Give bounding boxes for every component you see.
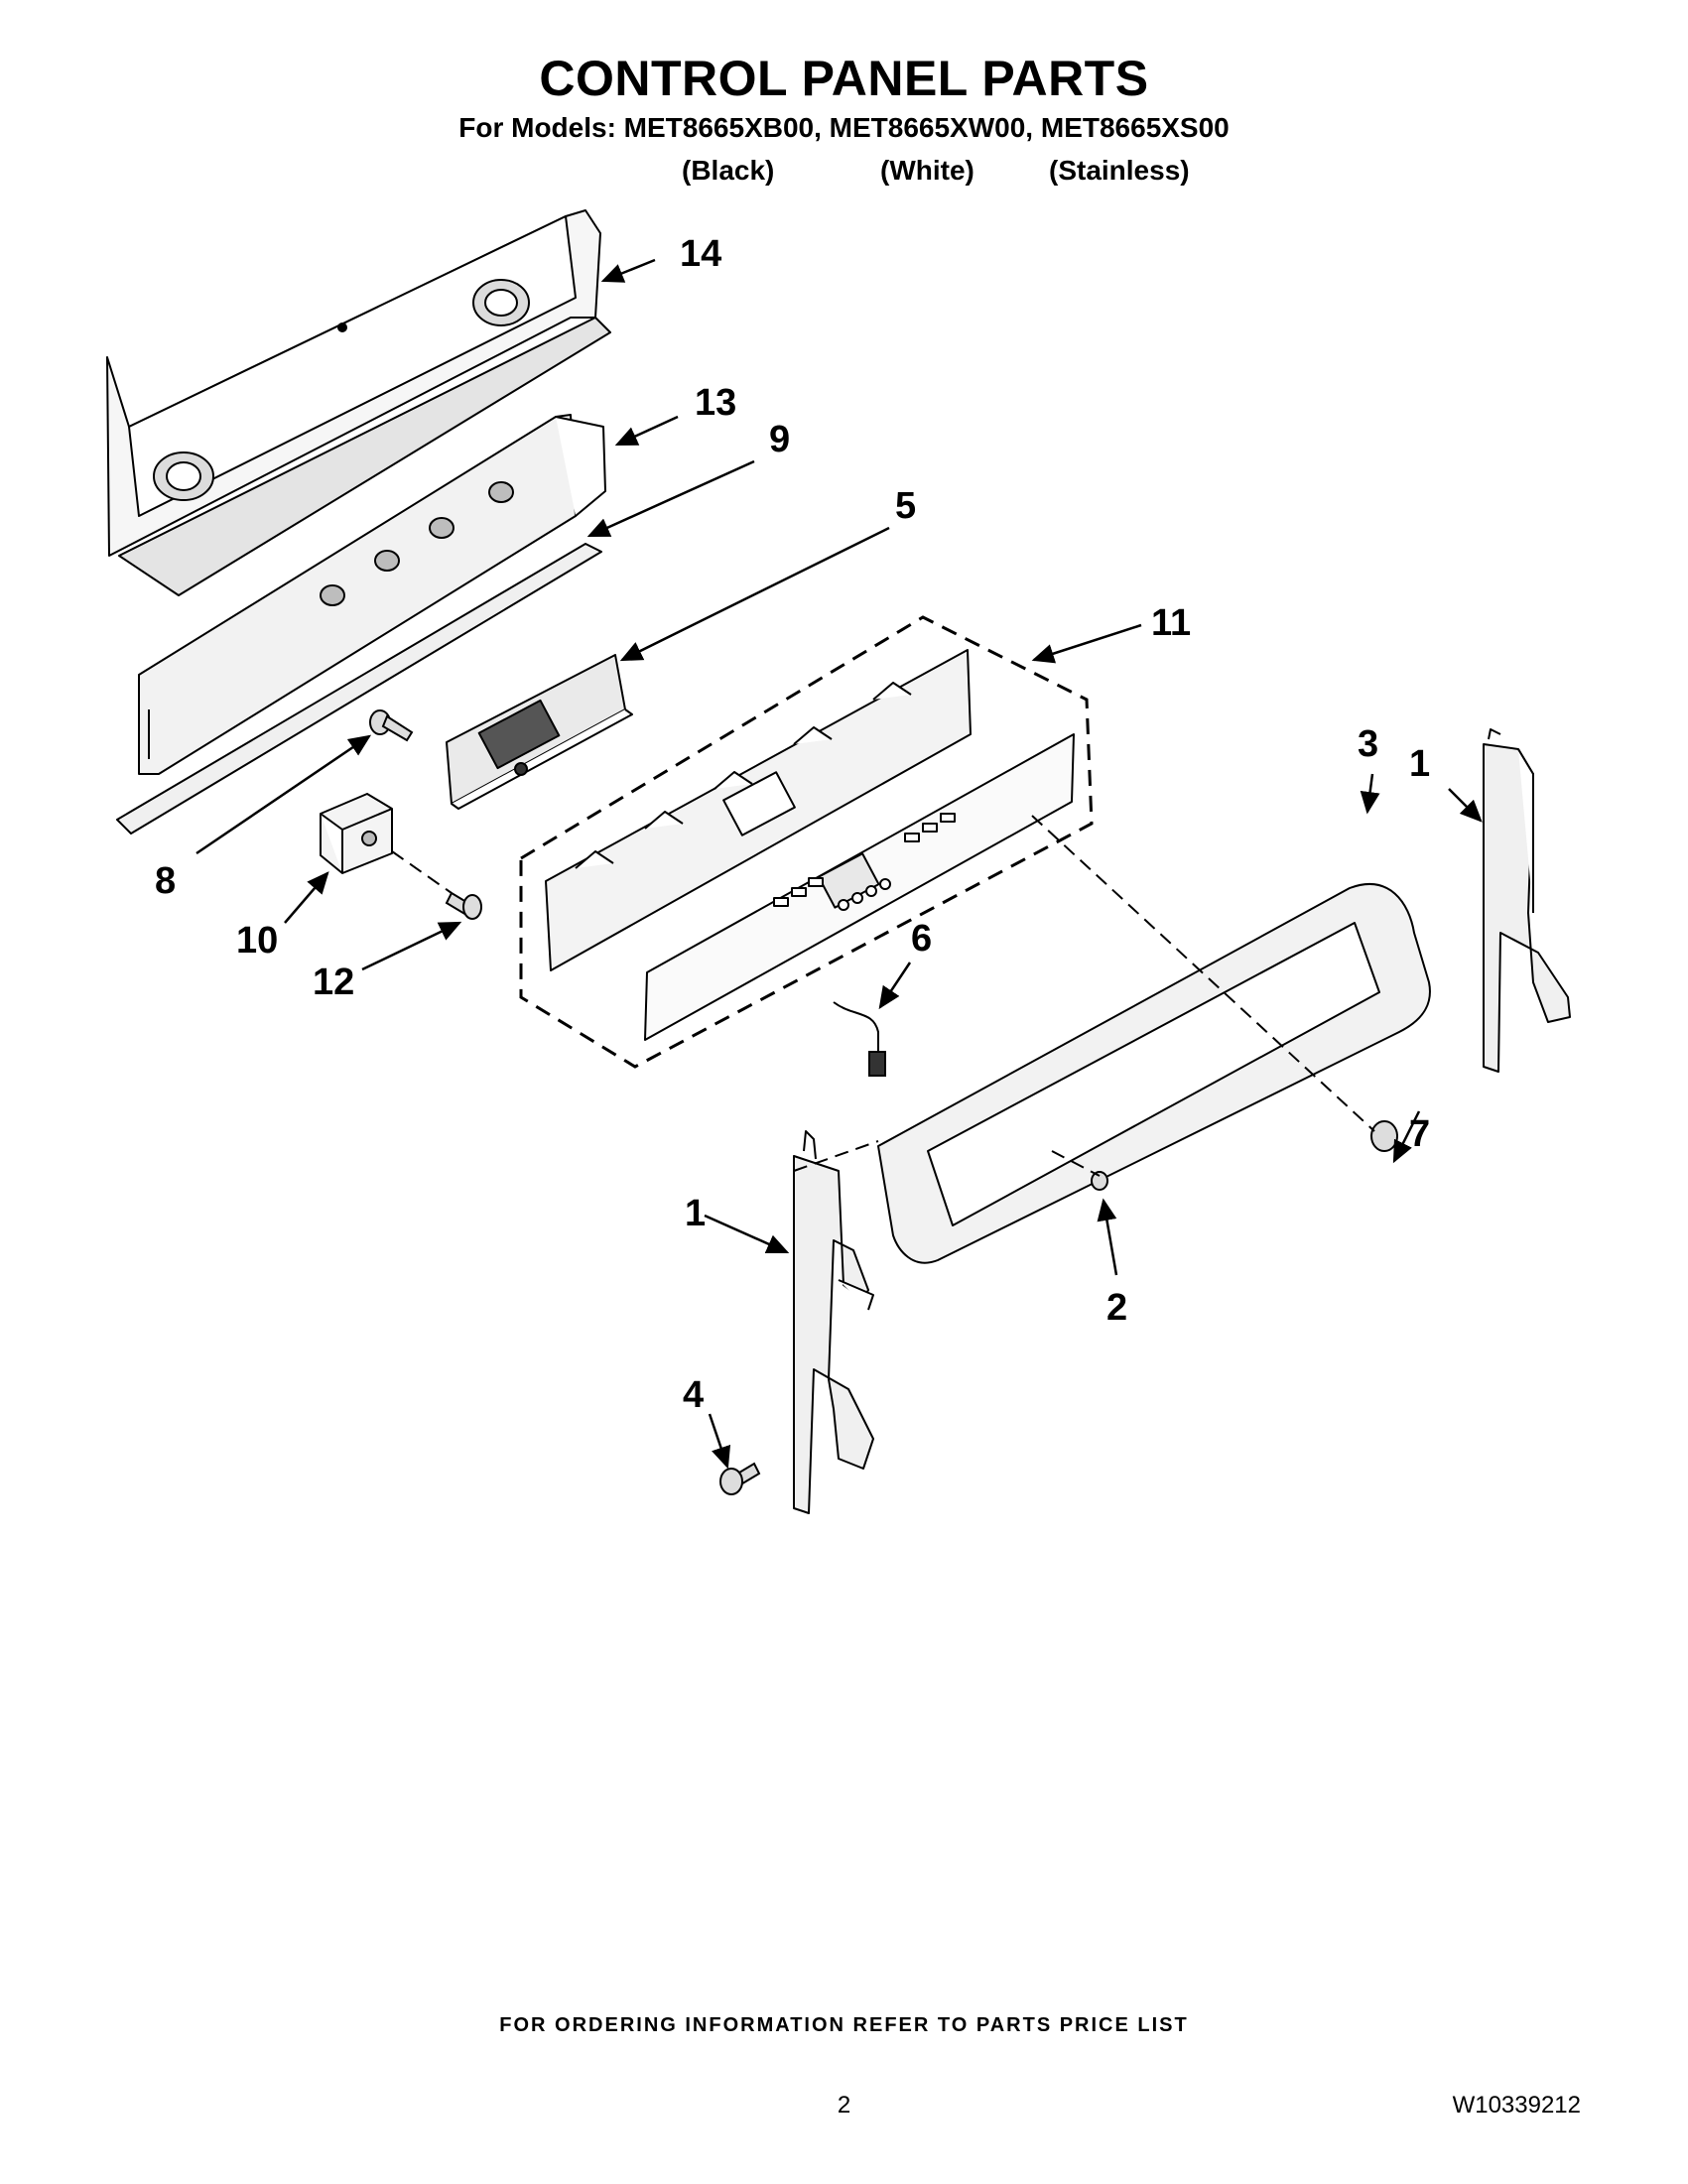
callout-9: 9 bbox=[769, 419, 790, 460]
part-5-control-board bbox=[446, 654, 633, 810]
callout-2: 2 bbox=[1106, 1287, 1127, 1329]
callout-13: 13 bbox=[695, 382, 736, 424]
callout-4: 4 bbox=[683, 1374, 704, 1416]
part-6-wire-harness bbox=[833, 1001, 886, 1077]
callout-1-left: 1 bbox=[685, 1193, 706, 1234]
part-4-screw bbox=[719, 1462, 761, 1495]
part-1-end-cap-right bbox=[1483, 728, 1571, 1073]
callout-5: 5 bbox=[895, 485, 916, 527]
part-14-rear-shield bbox=[106, 209, 611, 596]
callout-numbers: 14 13 9 5 11 8 10 12 3 1 6 7 1 2 4 bbox=[155, 233, 1430, 1416]
part-11-control-assembly bbox=[519, 615, 1094, 1069]
part-13-panel-bracket bbox=[138, 414, 606, 775]
page-number: 2 bbox=[837, 2092, 851, 2119]
part-1-end-cap-left bbox=[793, 1130, 874, 1514]
callout-7: 7 bbox=[1409, 1113, 1430, 1155]
variant-white: (White) bbox=[880, 155, 974, 186]
variant-stainless: (Stainless) bbox=[1049, 155, 1190, 186]
part-8-screw bbox=[369, 709, 414, 742]
part-2-screw bbox=[1091, 1171, 1108, 1191]
page-title: CONTROL PANEL PARTS bbox=[539, 51, 1149, 106]
part-7-knob bbox=[1370, 1120, 1398, 1152]
part-12-screw bbox=[445, 891, 482, 920]
part-3-console-trim bbox=[877, 883, 1431, 1264]
callout-12: 12 bbox=[313, 962, 354, 1003]
callout-3: 3 bbox=[1358, 723, 1378, 765]
callout-6: 6 bbox=[911, 918, 932, 960]
alignment-lines bbox=[391, 815, 1375, 1177]
callout-8: 8 bbox=[155, 860, 176, 902]
models-line: For Models: MET8665XB00, MET8665XW00, ME… bbox=[458, 112, 1230, 143]
variant-black: (Black) bbox=[682, 155, 775, 186]
callout-11: 11 bbox=[1151, 602, 1191, 644]
callout-10: 10 bbox=[236, 920, 278, 962]
callout-1-right: 1 bbox=[1409, 743, 1430, 785]
part-9-trim-strip bbox=[116, 543, 602, 835]
callout-14: 14 bbox=[680, 233, 721, 275]
ordering-note: FOR ORDERING INFORMATION REFER TO PARTS … bbox=[499, 2014, 1189, 2036]
document-number: W10339212 bbox=[1452, 2092, 1581, 2119]
part-10-switch bbox=[320, 793, 393, 874]
leader-arrows bbox=[195, 258, 1483, 1470]
